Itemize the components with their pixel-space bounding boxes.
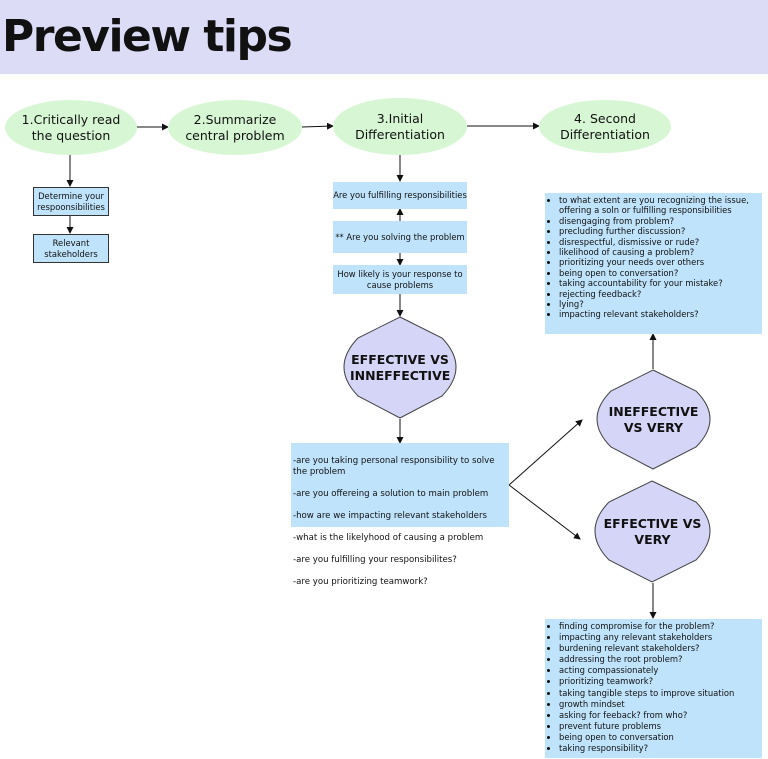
step3-oval: 3.Initial Differentiation [333,98,467,155]
list-item: asking for feeback? from who? [559,710,760,721]
list-item: being open to conversation [559,732,760,743]
list-item: precluding further discussion? [559,226,760,236]
arrow-step2-to-step3 [301,122,334,130]
question-item: -are you prioritizing teamwork? [293,577,428,587]
arrow-to-ineffective-very [508,419,583,486]
likely-text: How likely is your response to cause pro… [337,269,463,290]
question-item: -are you fulfilling your responsibilites… [293,555,457,565]
step3-label: 3.Initial Differentiation [355,110,445,142]
list-item: taking tangible steps to improve situati… [559,688,760,699]
step2-oval: 2.Summarize central problem [168,100,302,155]
question-item: -are you taking personal responsibility … [293,456,495,477]
arrow-to-effective-very [508,484,581,540]
list-item: lying? [559,299,760,309]
very-effective-list: finding compromise for the problem? impa… [545,621,760,754]
list-item: to what extent are you recognizing the i… [559,195,760,216]
solving-text: ** Are you solving the problem [335,231,465,242]
list-item: rejecting feedback? [559,289,760,299]
fulfilling-box: Are you fulfilling responsibilities [333,182,467,209]
step4-label: 4. Second Differentiation [560,110,650,142]
effective-vs-very-diamond: EFFECTIVE VS VERY [580,480,725,583]
solving-box: ** Are you solving the problem [333,221,467,253]
step2-label: 2.Summarize central problem [185,111,285,143]
list-item: being open to conversation? [559,268,760,278]
question-item: -what is the likelyhood of causing a pro… [293,533,484,543]
list-item: prioritizing teamwork? [559,676,760,687]
list-item: prioritizing your needs over others [559,257,760,267]
stakeholders-box: Relevant stakeholders [33,234,109,263]
fulfilling-text: Are you fulfilling responsibilities [333,190,467,201]
list-item: burdening relevant stakeholders? [559,643,760,654]
effective-vs-ineffective-diamond: EFFECTIVE VS INNEFFECTIVE [329,316,471,419]
step1-oval: 1.Critically read the question [5,100,137,155]
ineffective-list-box: to what extent are you recognizing the i… [545,193,762,334]
list-item: disrespectful, dismissive or rude? [559,237,760,247]
list-item: finding compromise for the problem? [559,621,760,632]
very-effective-list-box: finding compromise for the problem? impa… [545,619,762,758]
question-item: -how are we impacting relevant stakehold… [293,511,487,521]
ineffective-vs-very-diamond: INEFFECTIVE VS VERY [582,369,725,470]
stakeholders-text: Relevant stakeholders [44,238,98,259]
responsibilities-box: Determine your respoonsibilities [33,187,109,216]
likely-box: How likely is your response to cause pro… [333,265,467,294]
list-item: disengaging from problem? [559,216,760,226]
list-item: taking responsibility? [559,743,760,754]
list-item: growth mindset [559,699,760,710]
responsibilities-text: Determine your respoonsibilities [37,191,105,212]
list-item: prevent future problems [559,721,760,732]
list-item: likelihood of causing a problem? [559,247,760,257]
list-item: addressing the root problem? [559,654,760,665]
list-item: impacting relevant stakeholders? [559,309,760,319]
step4-oval: 4. Second Differentiation [539,100,671,153]
header-banner [0,0,768,74]
list-item: impacting any relevant stakeholders [559,632,760,643]
effective-questions-box: -are you taking personal responsibility … [291,443,509,587]
effective-vs-ineffective-label: EFFECTIVE VS INNEFFECTIVE [350,351,451,383]
effective-vs-very-label: EFFECTIVE VS VERY [603,515,702,547]
question-item: -are you offereing a solution to main pr… [293,489,489,499]
ineffective-list: to what extent are you recognizing the i… [545,195,760,320]
list-item: acting compassionately [559,665,760,676]
page-title: Preview tips [2,11,293,62]
step1-label: 1.Critically read the question [21,111,121,143]
ineffective-vs-very-label: INEFFECTIVE VS VERY [608,403,699,435]
list-item: taking accountability for your mistake? [559,278,760,288]
